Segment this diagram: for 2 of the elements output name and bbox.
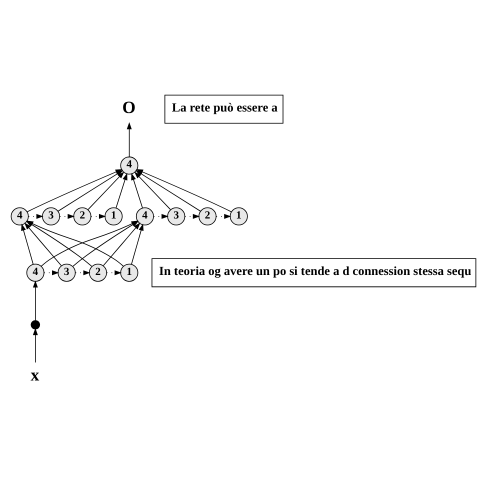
node-text: x [30, 365, 40, 384]
node-text: O [122, 98, 136, 117]
